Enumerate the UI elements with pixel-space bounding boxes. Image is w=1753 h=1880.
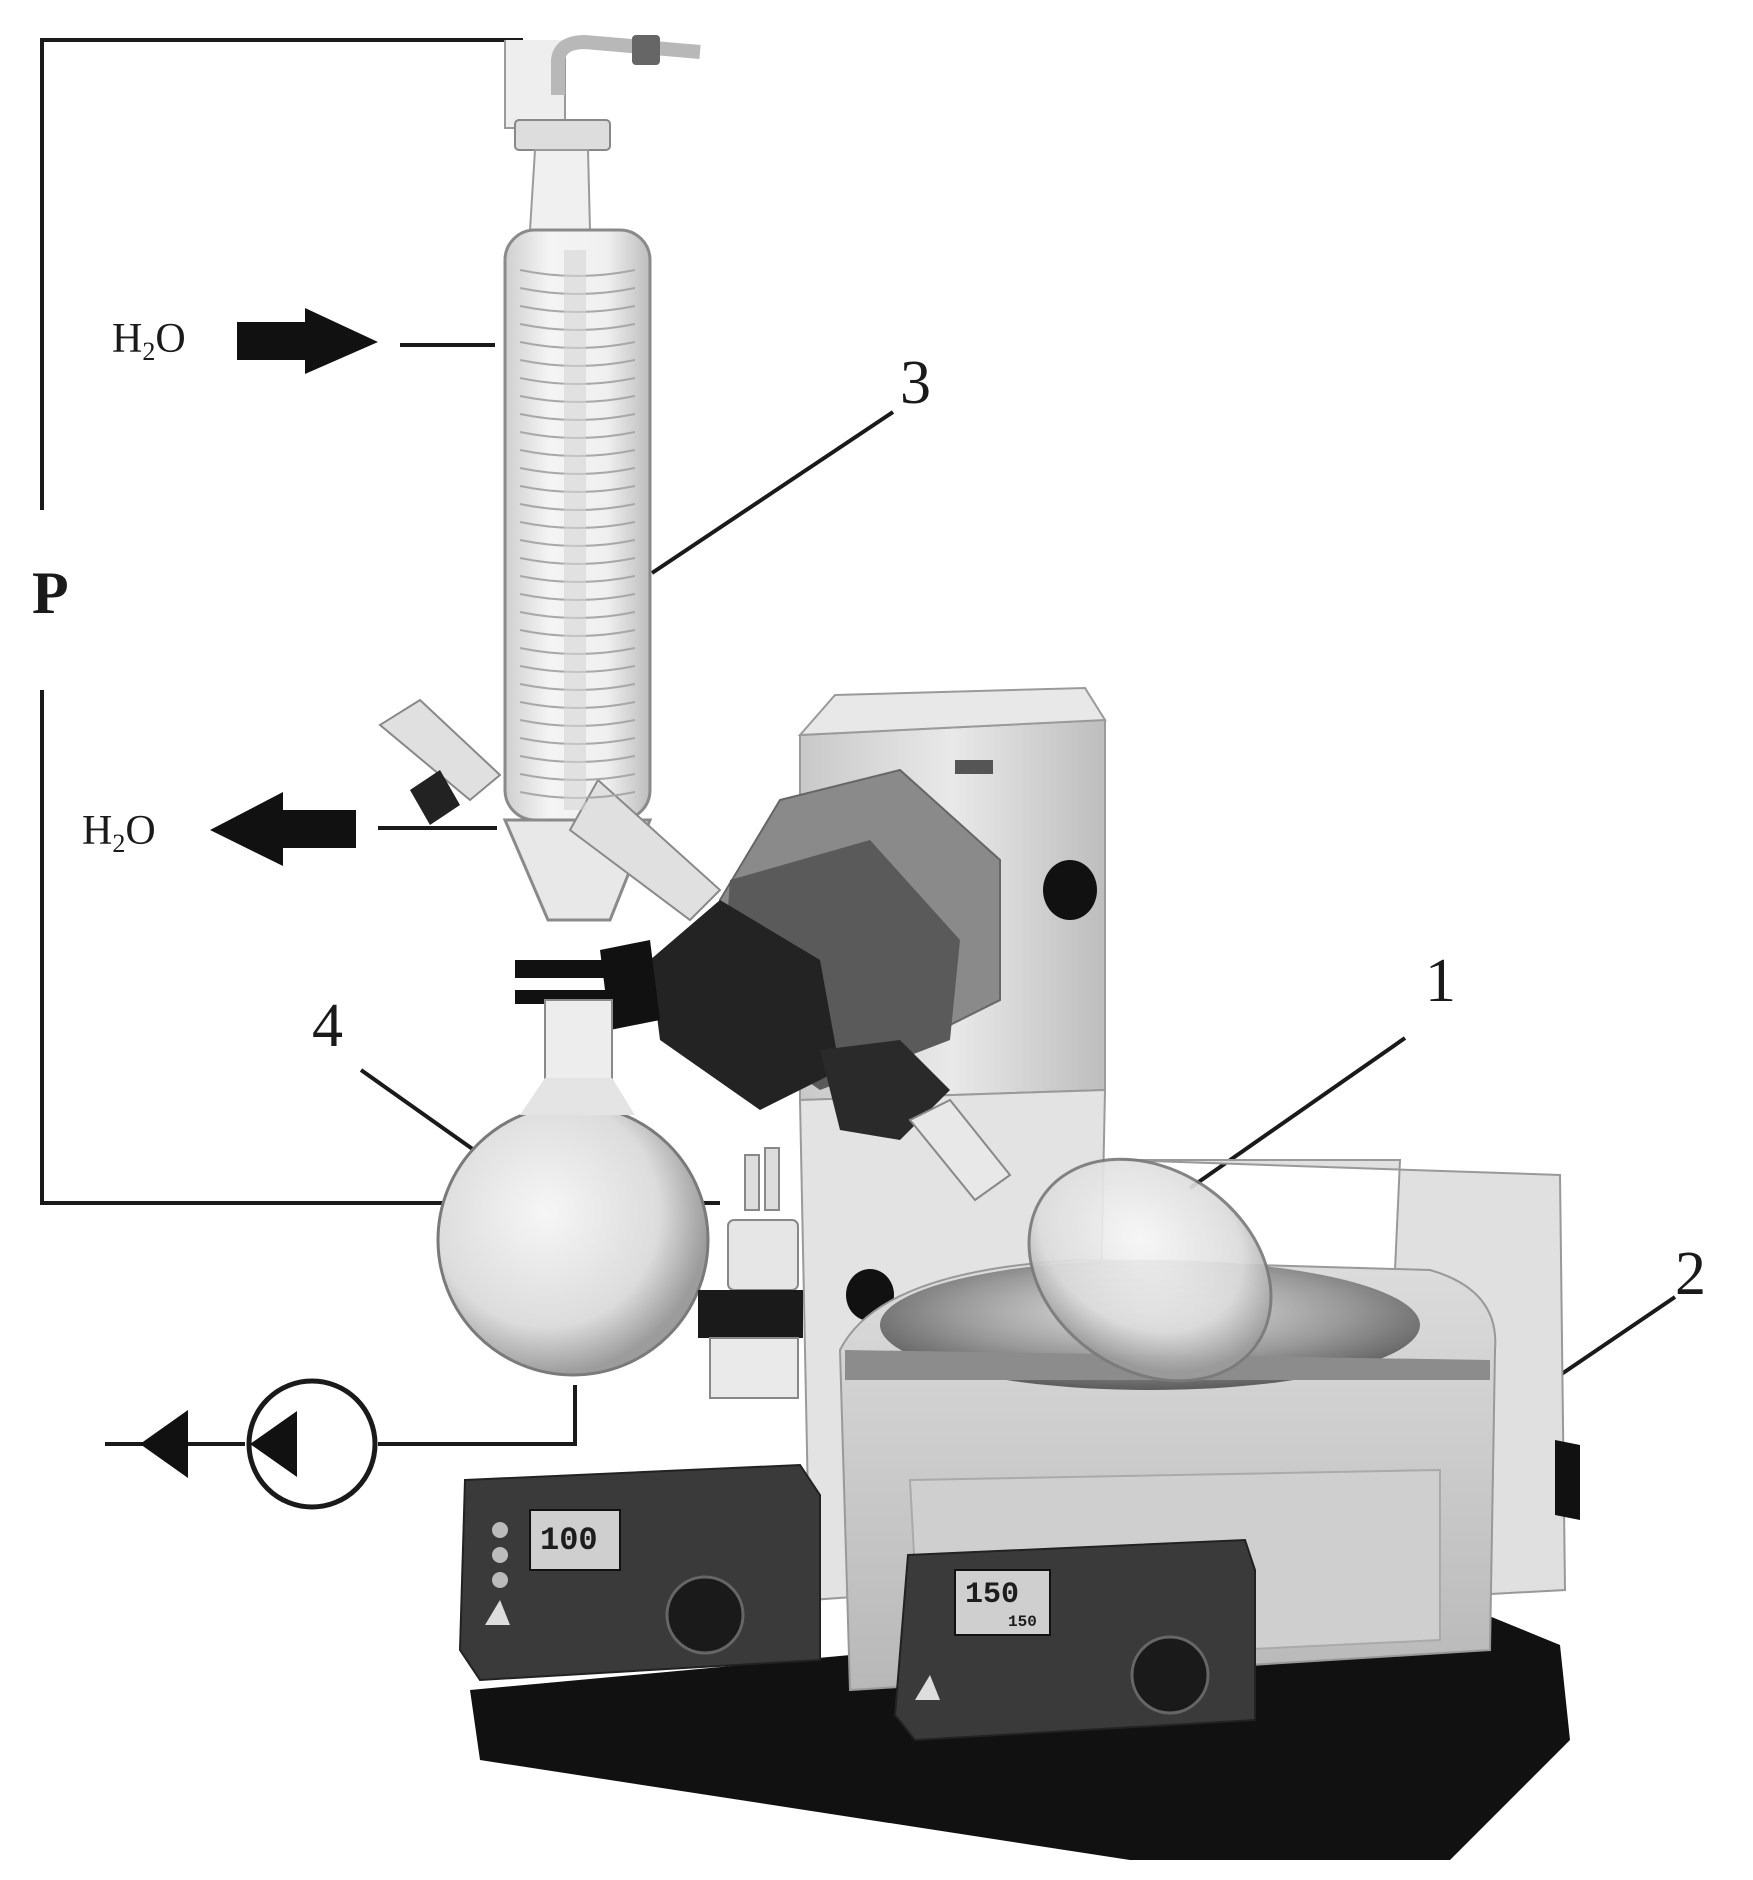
rotation-controller	[458, 1463, 821, 1682]
water-outlet-sub: 2	[112, 829, 126, 858]
bath-setpoint-display: 150	[965, 1578, 1020, 1612]
label-1: 1	[1425, 947, 1456, 1015]
water-outlet-o: O	[125, 808, 156, 854]
water-outlet-arrow	[210, 792, 356, 866]
pressure-label: P	[32, 560, 69, 626]
rotation-speed-display: 100	[540, 1522, 598, 1559]
water-inlet-label: H2O	[112, 318, 186, 365]
receiving-flask	[436, 999, 710, 1377]
label-4: 4	[312, 992, 343, 1060]
water-inlet-sub: 2	[142, 337, 156, 366]
vacuum-pump-symbol	[140, 1378, 378, 1510]
water-inlet-arrow	[237, 308, 378, 374]
label-3: 3	[900, 349, 931, 417]
label-2: 2	[1675, 1240, 1706, 1308]
bath-actual-display: 150	[1008, 1613, 1037, 1631]
rotary-motor-housing	[650, 768, 1001, 1140]
water-inlet-o: O	[155, 316, 186, 362]
water-outlet-label: H2O	[82, 810, 156, 857]
vacuum-valve	[698, 1147, 803, 1399]
stopcock	[378, 698, 502, 825]
condenser	[502, 34, 722, 922]
evaporating-flask	[908, 1098, 1273, 1383]
water-outlet-h: H	[82, 808, 113, 854]
water-inlet-h: H	[112, 316, 143, 362]
bath-controller	[893, 1538, 1256, 1742]
